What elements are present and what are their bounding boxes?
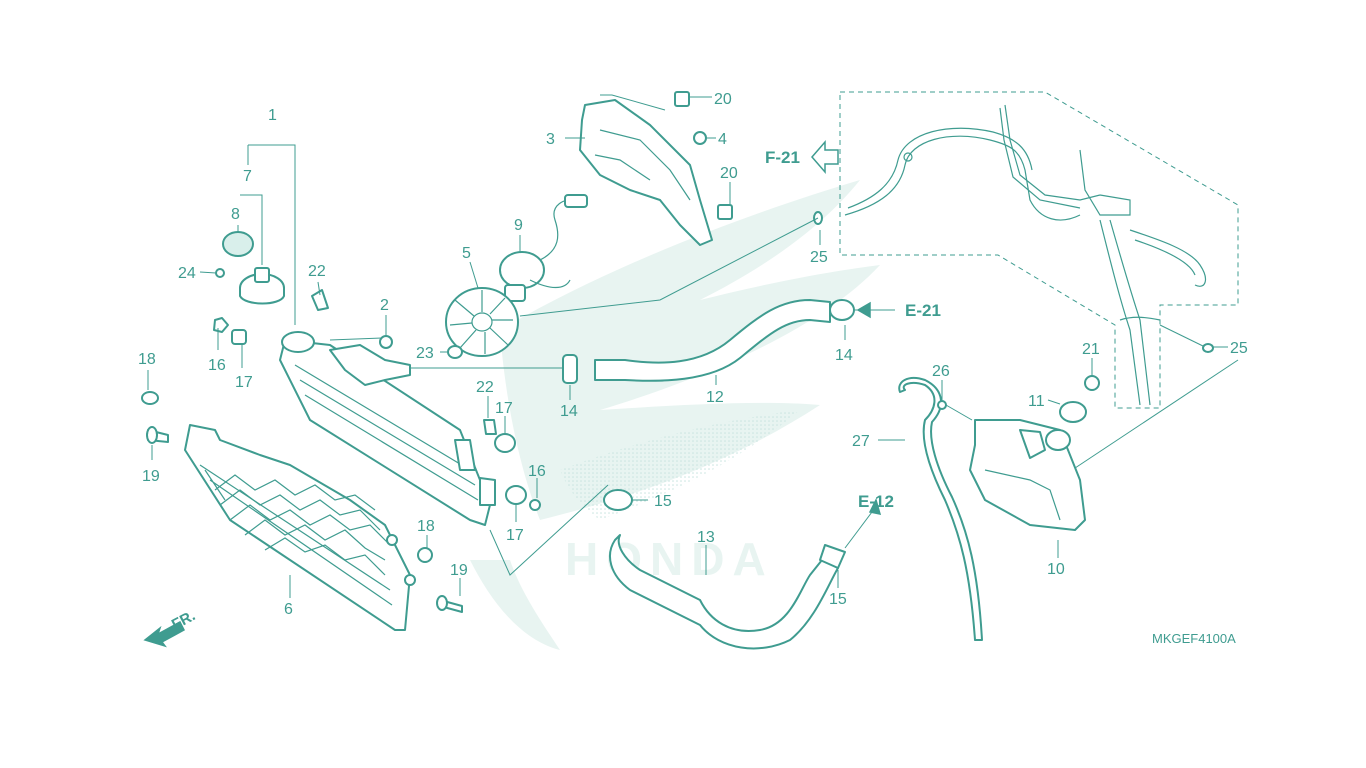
callout-6: 6 [284,601,293,618]
radiator-grille [184,424,416,631]
callout-14a: 14 [560,403,578,420]
leader-box-to-tank-top [1159,324,1206,348]
cooling-fan [445,287,519,357]
callout-19a: 19 [142,468,160,485]
callout-17a: 17 [235,374,253,391]
callout-18a: 18 [138,351,156,368]
callout-2: 2 [380,297,389,314]
callout-25a: 25 [810,249,828,266]
callout-15a: 15 [654,493,672,510]
callouts: 1 2 3 4 5 6 7 8 9 10 11 12 13 14 14 15 1… [138,91,1248,618]
upper-radiator-hose [594,299,831,382]
ref-e21: E-21 [905,301,941,320]
callout-11: 11 [1028,393,1045,410]
callout-20a: 20 [714,91,732,108]
front-arrow [143,620,185,648]
diagram-code: MKGEF4100A [1152,631,1236,646]
callout-16b: 16 [528,463,546,480]
callout-9: 9 [514,217,523,234]
callout-20b: 20 [720,165,738,182]
callout-8: 8 [231,206,240,223]
callout-22b: 22 [476,379,494,396]
callout-5: 5 [462,245,471,262]
fan-motor [499,194,588,302]
callout-21: 21 [1082,341,1100,358]
callout-22a: 22 [308,263,326,280]
fan-shroud [579,99,713,246]
callout-23: 23 [416,345,434,362]
leader-e12 [844,507,876,549]
callout-26: 26 [932,363,950,380]
callout-24: 24 [178,265,196,282]
ref-e12: E-12 [858,492,894,511]
callout-10: 10 [1047,561,1065,578]
callout-15b: 15 [829,591,847,608]
callout-4: 4 [718,131,727,148]
leader-box-to-tank [1059,359,1239,479]
callout-25b: 25 [1230,340,1248,357]
fasteners [141,91,1214,613]
callout-19b: 19 [450,562,468,579]
watermark-wing-logo: HONDA [470,180,880,650]
callout-1: 1 [268,107,277,124]
leader-lines [147,94,1228,598]
radiator-cap [239,267,285,305]
callout-18b: 18 [417,518,435,535]
callout-13: 13 [697,529,715,546]
watermark-brand-mark: HONDA [565,533,774,585]
callout-14b: 14 [835,347,853,364]
overflow-tube [898,376,983,641]
callout-16a: 16 [208,357,226,374]
callout-7: 7 [243,168,252,185]
cap-cover [222,231,254,257]
reserve-tank [969,419,1086,531]
callout-12: 12 [706,389,724,406]
detail-dashed-box [839,91,1239,409]
arrow-to-f21 [811,139,839,175]
callout-17b: 17 [495,400,513,417]
subtank-hose-assembly [844,104,1207,406]
callout-17c: 17 [506,527,524,544]
callout-3: 3 [546,131,555,148]
callout-27: 27 [852,433,870,450]
arrow-to-e21 [856,301,871,319]
ref-f21: F-21 [765,148,800,167]
radiator [279,331,496,526]
